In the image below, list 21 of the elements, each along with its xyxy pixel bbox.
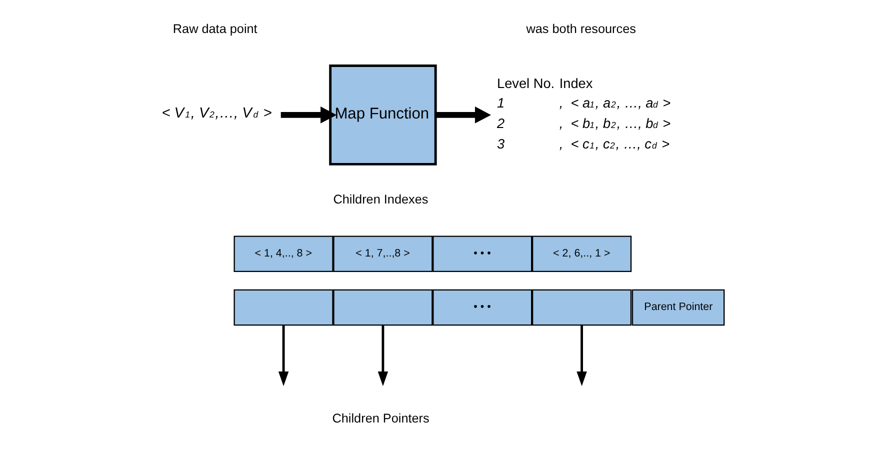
node-box	[233, 289, 333, 326]
label: Raw data point	[172, 22, 257, 36]
arrow	[576, 325, 586, 386]
arrow	[278, 325, 288, 386]
node-box: • • •	[432, 289, 532, 326]
node-box: • • •	[432, 236, 532, 272]
arrow	[377, 325, 388, 386]
node-box	[531, 289, 632, 326]
label: Children Indexes	[332, 192, 428, 207]
node-text: Level No. Index 1 , < a1, a2, …, ad > 2 , < b1, b2, …, bd > 3 , < c1, c2, …, cd >	[496, 76, 670, 152]
node-box: Parent Pointer	[631, 289, 724, 326]
arrow	[435, 106, 491, 124]
node-text: < V1, V2,…, Vd >	[161, 105, 272, 122]
node-box: Map Function	[328, 64, 436, 166]
node-box	[332, 289, 432, 326]
label: was both resources	[526, 22, 636, 36]
node-box: < 2, 6,.., 1 >	[531, 236, 632, 272]
node-box: < 1, 4,.., 8 >	[233, 236, 333, 272]
arrow	[280, 106, 336, 124]
label: Children Pointers	[332, 412, 429, 426]
node-box: < 1, 7,..,8 >	[332, 236, 432, 272]
